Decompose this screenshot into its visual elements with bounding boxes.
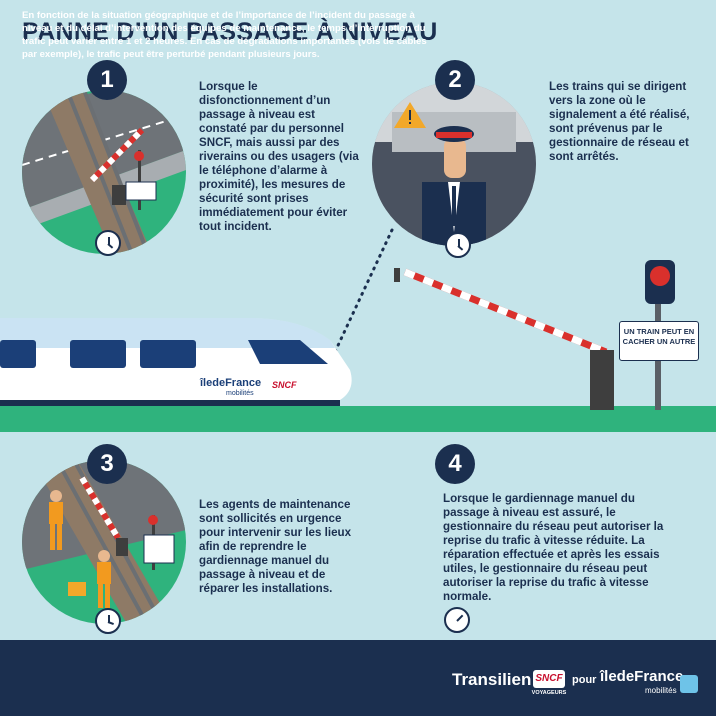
idf-mobilites-logo: îledeFrance (600, 668, 684, 685)
page-title: PANNE D’UN PASSAGE À NIVEAU (22, 18, 438, 46)
transilien-logo: Transilien (452, 670, 532, 689)
footer-text: En fonction de la situation géographique… (22, 10, 427, 60)
step-3-text: Les agents de maintenance sont sollicité… (199, 498, 352, 595)
train-logo-idf-sub: mobilités (226, 390, 254, 397)
step-4-text: Lorsque le gardiennage manuel du passage… (443, 492, 664, 603)
train-sncf-logo: SNCF (272, 380, 297, 390)
accessibility-icon (680, 675, 698, 693)
step-2-number: 2 (435, 60, 475, 100)
sncf-logo: SNCF (533, 670, 565, 688)
clock-icon (95, 230, 121, 256)
dotted-connector (332, 228, 394, 356)
train-scene (0, 260, 716, 432)
step-1-text: Lorsque le disfonctionnement d’un passag… (199, 80, 359, 233)
step-2-text: Les trains qui se dirigent vers la zone … (549, 80, 690, 163)
warning-sign: UN TRAIN PEUT EN CACHER UN AUTRE (619, 321, 699, 361)
step-1-illustration (22, 90, 186, 254)
step-3-number: 3 (87, 444, 127, 484)
train-logo-idf: îledeFrance (200, 377, 262, 389)
idf-mobilites-sub: mobilités (645, 686, 677, 695)
step-1-number: 1 (87, 60, 127, 100)
clock-icon (445, 232, 471, 258)
pour-text: pour (572, 674, 597, 686)
step-3-illustration (22, 460, 186, 624)
clock-icon (444, 607, 470, 633)
step-4-number: 4 (435, 444, 475, 484)
clock-icon (95, 608, 121, 634)
sncf-voyageurs: VOYAGEURS (531, 690, 567, 696)
step-2-illustration (372, 82, 536, 246)
footer (0, 640, 716, 716)
